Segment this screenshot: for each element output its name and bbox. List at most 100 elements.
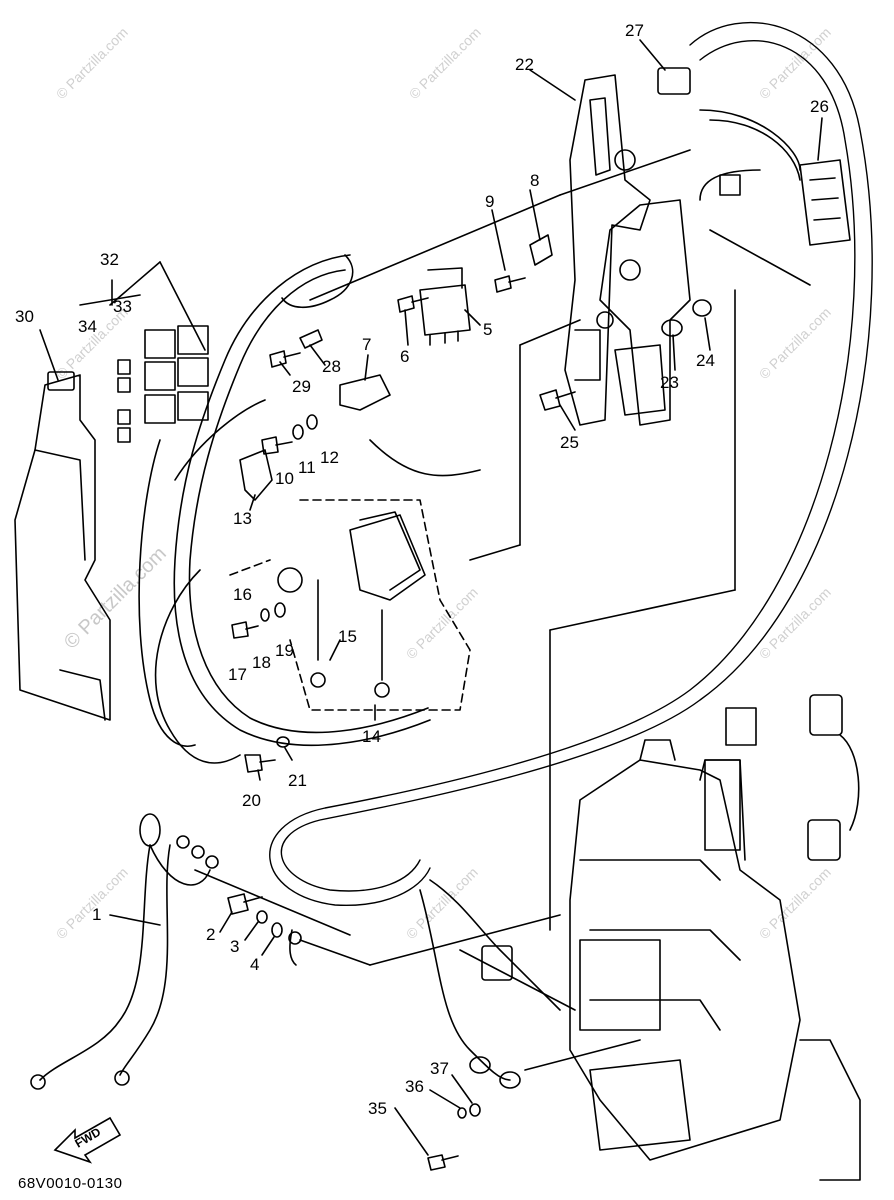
washer-part-12 <box>306 414 318 430</box>
wire <box>369 439 481 477</box>
leader-line <box>79 294 141 306</box>
watermark-small: © Partzilla.com <box>756 304 834 382</box>
callout-1: 1 <box>92 905 101 924</box>
ring-terminal <box>469 1056 491 1074</box>
callout-14: 14 <box>362 727 381 746</box>
callout-3: 3 <box>230 937 239 956</box>
watermark-main: © Partzilla.com <box>60 543 171 654</box>
washer-part-19 <box>274 602 286 618</box>
nut <box>176 835 190 849</box>
callout-27: 27 <box>625 21 644 40</box>
leader-line <box>549 589 736 631</box>
leader-line <box>369 914 561 966</box>
watermark-small: © Partzilla.com <box>53 864 131 942</box>
callout-32: 32 <box>100 250 119 269</box>
fuse-holder-part-32 <box>144 325 209 424</box>
bolt-part-25 <box>539 389 576 411</box>
callout-12: 12 <box>320 448 339 467</box>
callout-13: 13 <box>233 509 252 528</box>
terminal-ring <box>288 931 302 945</box>
lower-harness <box>419 889 511 1081</box>
callout-26: 26 <box>810 97 829 116</box>
callout-8: 8 <box>530 171 539 190</box>
connector-part-26 <box>699 109 851 246</box>
leader-line <box>219 911 233 933</box>
leader-line <box>329 639 341 661</box>
leader-line <box>429 1089 461 1109</box>
leader-line <box>194 869 351 936</box>
callout-2: 2 <box>206 925 215 944</box>
watermark-small: © Partzilla.com <box>756 24 834 102</box>
callout-21: 21 <box>288 771 307 790</box>
callout-28: 28 <box>322 357 341 376</box>
callout-29: 29 <box>292 377 311 396</box>
leader-line <box>249 494 256 511</box>
leader-line <box>639 39 666 71</box>
terminal-part-7 <box>339 374 391 411</box>
callout-34: 34 <box>78 317 97 336</box>
diagram-code: 68V0010-0130 <box>18 1175 122 1192</box>
callout-37: 37 <box>430 1059 449 1078</box>
bolt-part-20 <box>244 754 276 773</box>
leader-line <box>704 317 711 351</box>
main-harness <box>269 39 856 907</box>
leader-line <box>261 936 275 956</box>
battery-cable-part-1 <box>30 813 219 1090</box>
lower-harness <box>429 879 561 1011</box>
leader-line <box>451 1074 473 1104</box>
fuse-part-33 <box>117 359 131 375</box>
washer-part-18 <box>260 608 270 622</box>
callout-9: 9 <box>485 192 494 211</box>
grommet-part-24 <box>692 299 712 317</box>
callout-15: 15 <box>338 627 357 646</box>
bolt-part-10 <box>261 436 293 455</box>
screw-part-9 <box>494 275 526 293</box>
leader-line <box>309 344 326 366</box>
leader-line <box>672 334 676 371</box>
rectifier-group <box>229 499 471 711</box>
callout-23: 23 <box>660 373 679 392</box>
harness-loop <box>188 269 429 734</box>
callout-36: 36 <box>405 1077 424 1096</box>
ring-terminal <box>499 1071 521 1089</box>
watermark-small: © Partzilla.com <box>756 864 834 942</box>
leader-line <box>459 949 576 1011</box>
fwd-arrow-icon: FWD <box>53 1116 122 1164</box>
plate-part-8 <box>529 234 553 266</box>
bolt-part-2 <box>227 893 263 915</box>
leader-line <box>464 309 481 326</box>
leader-line <box>284 747 293 761</box>
leader-line <box>279 361 291 376</box>
relay-part-5 <box>419 267 471 346</box>
leader-line <box>524 1039 641 1071</box>
watermark-small: © Partzilla.com <box>406 24 484 102</box>
grommet-part-23 <box>661 319 683 337</box>
watermark-small: © Partzilla.com <box>403 864 481 942</box>
bolt-part-17 <box>231 621 259 639</box>
callout-20: 20 <box>242 791 261 810</box>
callout-25: 25 <box>560 433 579 452</box>
washer-part-36 <box>457 1107 467 1119</box>
callout-6: 6 <box>400 347 409 366</box>
callout-30: 30 <box>15 307 34 326</box>
mounting-plate <box>596 199 691 426</box>
leader-line <box>817 117 823 161</box>
fuse-part-34 <box>117 427 131 443</box>
callout-22: 22 <box>515 55 534 74</box>
callout-24: 24 <box>696 351 715 370</box>
washer-part-11 <box>292 424 304 440</box>
boot-part-13 <box>239 449 273 501</box>
callout-18: 18 <box>252 653 271 672</box>
callout-16: 16 <box>233 585 252 604</box>
leader-line <box>309 194 561 301</box>
harness-loop <box>173 254 431 746</box>
leader-line <box>257 769 261 781</box>
callout-labels: 1 2 3 4 5 6 7 8 9 10 11 12 13 14 15 16 1… <box>15 21 829 1118</box>
clip-part-28 <box>299 329 323 349</box>
callout-4: 4 <box>250 955 259 974</box>
wire-lead <box>138 439 196 747</box>
watermarks: © Partzilla.com © Partzilla.com © Partzi… <box>53 24 834 942</box>
leader-line <box>404 309 409 346</box>
leader-line <box>529 69 576 101</box>
